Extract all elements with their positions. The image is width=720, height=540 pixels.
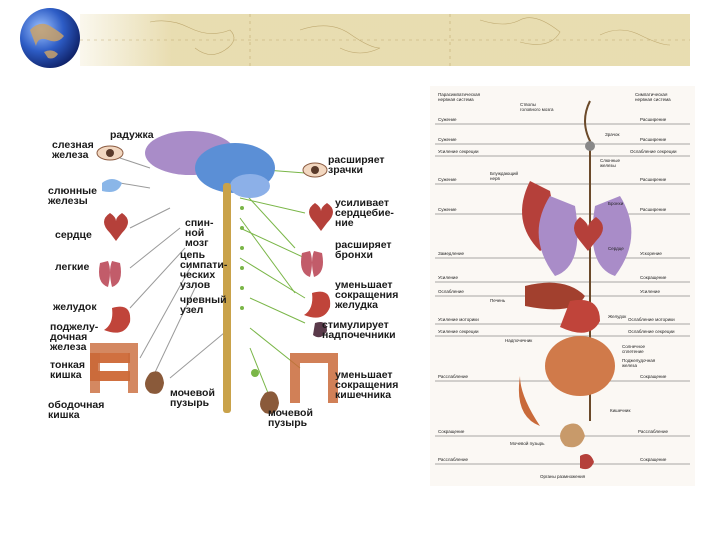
symp-label-5: Ускорение: [640, 251, 662, 256]
intestine-right-icon: [290, 353, 338, 403]
bladder-left-icon: [145, 371, 164, 394]
symp-label-3: Расширение: [640, 177, 667, 182]
para-label-1: Сужение: [438, 137, 457, 142]
label-celiac-ganglion: чревный узел: [180, 294, 227, 316]
center-label-8: Органы размножения: [540, 474, 586, 479]
symp-label-4: Расширение: [640, 207, 667, 212]
symp-label-0: Расширение: [640, 117, 667, 122]
label-iris: радужка: [110, 129, 154, 141]
symp-label-6: Сокращение: [640, 275, 667, 280]
label-increases-heartbeat: усиливает сердцебие- ние: [335, 197, 394, 229]
center-label-3: Бронхи: [608, 201, 624, 206]
center-label-1: Слюнные железы: [600, 158, 620, 168]
label-reduces-stomach: уменьшает сокращения желудка: [335, 279, 399, 311]
label-dilates-pupils: расширяет зрачки: [328, 154, 385, 176]
label-bladder-right: мочевой пузырь: [268, 407, 313, 429]
autonomic-diagram: Парасимпатическая нервная система Симпат…: [430, 86, 695, 486]
lungs-right-icon: [301, 251, 323, 277]
sympathetic-diagram: [90, 131, 338, 414]
para-label-12: Расслабление: [438, 457, 468, 462]
center-label-11: Солнечное сплетение: [622, 344, 645, 354]
lungs-icon: [99, 261, 121, 287]
label-sympathetic-chain: цепь симпати- ческих узлов: [180, 249, 228, 291]
adrenal-icon: [313, 322, 327, 338]
stomach-icon: [104, 306, 131, 333]
symp-label-10: Сокращение: [640, 374, 667, 379]
para-label-0: Сужение: [438, 117, 457, 122]
header-parasympathetic: Парасимпатическая нервная система: [438, 92, 481, 102]
para-label-4: Сужение: [438, 207, 457, 212]
label-reduces-intestine: уменьшает сокращения кишечника: [335, 369, 399, 401]
label-small-intestine: тонкая кишка: [50, 359, 85, 381]
center-label-9: Печень: [490, 298, 506, 303]
heart-icon: [104, 213, 128, 241]
label-heart: сердце: [55, 229, 92, 241]
colon-icon: [90, 343, 138, 393]
center-label-5: Желудок: [608, 314, 627, 319]
heart-right-icon: [309, 203, 333, 231]
symp-label-12: Сокращение: [640, 457, 667, 462]
para-label-10: Расслабление: [438, 374, 468, 379]
label-lacrimal: слезная железа: [52, 139, 94, 161]
label-dilates-bronchi: расширяет бронхи: [335, 239, 392, 261]
symp-label-9: Ослабление секреции: [628, 329, 675, 334]
bladder-right-icon: [260, 391, 279, 414]
label-lungs: легкие: [55, 261, 90, 273]
label-stomach: желудок: [53, 301, 97, 313]
center-label-10: Надпочечник: [505, 338, 533, 343]
label-bladder-left: мочевой пузырь: [170, 387, 215, 409]
label-spinal-cord: спин- ной мозг: [185, 217, 214, 249]
symp-label-1: Расширение: [640, 137, 667, 142]
center-label-12: Поджелудочная железа: [622, 358, 656, 368]
center-label-6: Кишечник: [610, 408, 631, 413]
label-brainstem: Стволы головного мозга: [520, 102, 554, 112]
center-label-2: Блуждающий нерв: [490, 171, 519, 181]
autonomic-illustration: [430, 86, 695, 486]
center-label-0: Зрачок: [605, 132, 620, 137]
para-label-9: Усиление секреции: [438, 329, 479, 334]
label-stimulates-adrenal: стимулирует надпочечники: [322, 319, 396, 341]
para-label-11: Сокращение: [438, 429, 465, 434]
spinal-cord-shape: [223, 183, 231, 413]
para-label-6: Усиление: [438, 275, 458, 280]
stomach-right-icon: [304, 291, 331, 318]
symp-label-2: Ослабление секреции: [630, 149, 677, 154]
center-label-7: Мочевой пузырь: [510, 441, 545, 446]
para-label-5: Замедление: [438, 251, 464, 256]
para-label-2: Усиление секреции: [438, 149, 479, 154]
salivary-icon: [102, 179, 122, 192]
symp-label-8: Ослабление моторики: [628, 317, 675, 322]
header-sympathetic: Симпатическая нервная система: [635, 92, 671, 102]
center-label-4: Сердце: [608, 246, 624, 251]
header-banner: [20, 8, 690, 68]
label-salivary: слюнные железы: [48, 185, 97, 207]
para-label-8: Усиление моторики: [438, 317, 479, 322]
para-label-7: Ослабление: [438, 289, 464, 294]
symp-label-11: Расслабление: [638, 429, 668, 434]
label-pancreas: поджелу- дочная железа: [50, 321, 99, 353]
para-label-3: Сужение: [438, 177, 457, 182]
label-colon: ободочная кишка: [48, 399, 105, 421]
symp-label-7: Усиление: [640, 289, 660, 294]
